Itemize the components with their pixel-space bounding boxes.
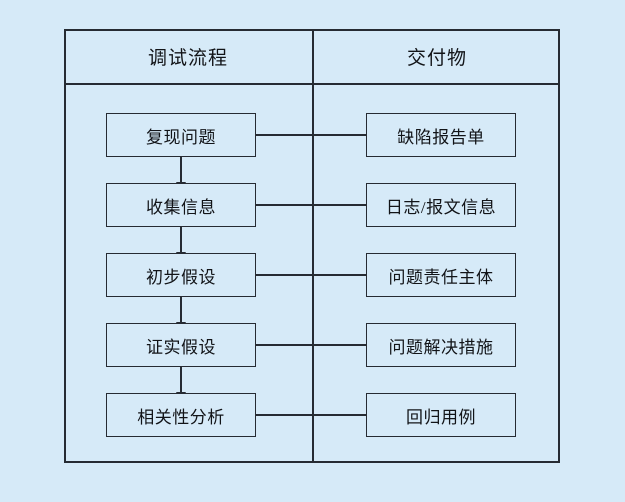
process-deliverable-connector: [256, 344, 366, 346]
flow-arrow-down-icon: [176, 227, 186, 261]
flow-arrow-down-icon: [176, 297, 186, 331]
flow-arrow-down-icon: [176, 157, 186, 191]
process-deliverable-connector: [256, 274, 366, 276]
column-header-deliverable: 交付物: [406, 47, 467, 69]
column-header-process: 调试流程: [147, 47, 228, 69]
process-node: 初步假设: [106, 253, 256, 297]
deliverable-node: 问题责任主体: [366, 253, 516, 297]
process-deliverable-connector: [256, 414, 366, 416]
deliverable-node: 日志/报文信息: [366, 183, 516, 227]
process-node: 证实假设: [106, 323, 256, 367]
column-divider-line: [312, 29, 314, 463]
deliverable-node: 回归用例: [366, 393, 516, 437]
flow-arrow-down-icon: [176, 367, 186, 401]
process-deliverable-connector: [256, 134, 366, 136]
process-node: 复现问题: [106, 113, 256, 157]
process-node: 收集信息: [106, 183, 256, 227]
process-node: 相关性分析: [106, 393, 256, 437]
process-deliverable-connector: [256, 204, 366, 206]
deliverable-node: 问题解决措施: [366, 323, 516, 367]
deliverable-node: 缺陷报告单: [366, 113, 516, 157]
